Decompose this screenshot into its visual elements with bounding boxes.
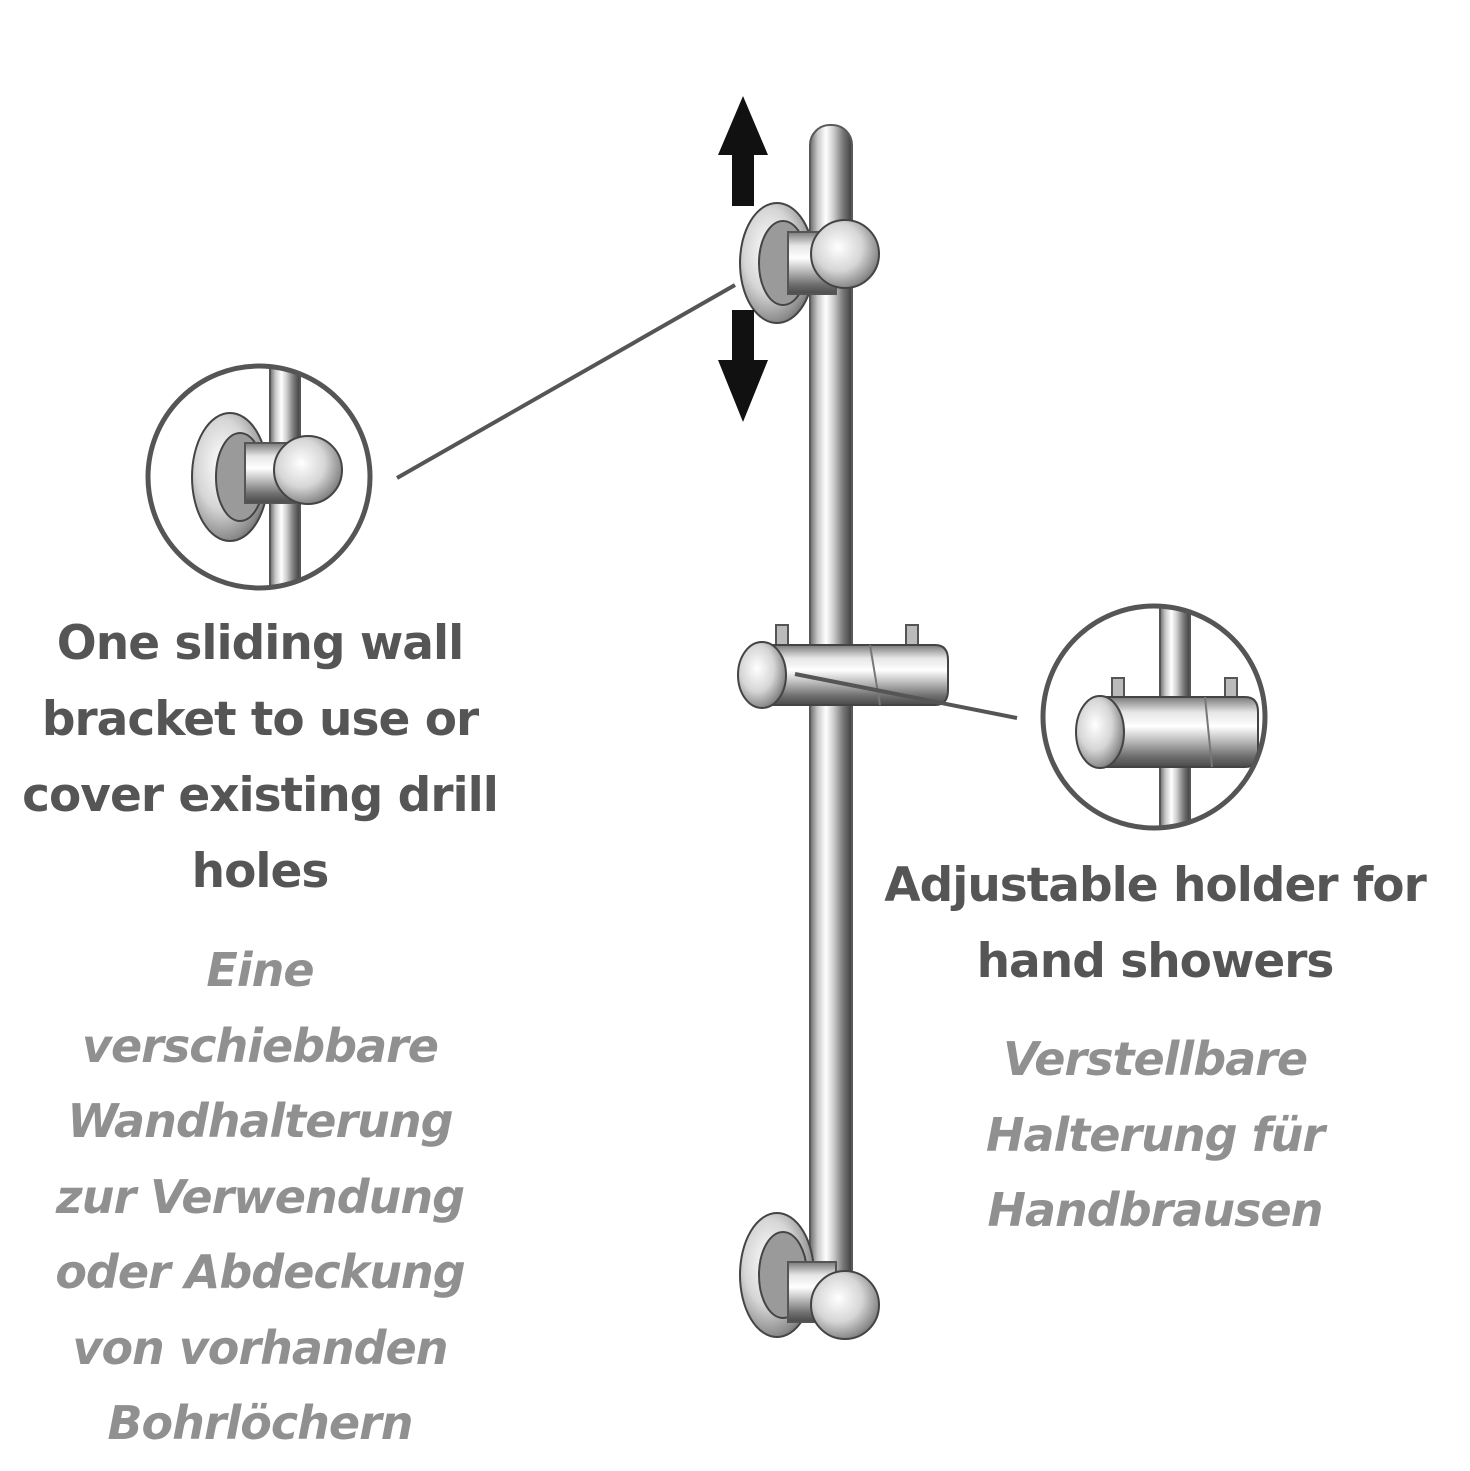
sliding-wall-bracket — [739, 202, 880, 324]
caption-line: Halterung für — [985, 1107, 1325, 1162]
caption-line: One sliding wall — [56, 616, 464, 671]
down-arrow-icon — [718, 310, 768, 422]
caption-line: hand showers — [976, 934, 1335, 989]
caption-line: Adjustable holder for — [884, 858, 1427, 913]
caption-line: Verstellbare — [1002, 1032, 1308, 1086]
bracket-callout-line — [396, 283, 736, 480]
up-arrow-icon — [718, 96, 768, 206]
holder-caption-english: Adjustable holder for hand showers — [860, 848, 1450, 1000]
caption-line: cover existing drill — [22, 768, 499, 823]
caption-line: oder Abdeckung — [55, 1245, 465, 1299]
caption-line: Handbrausen — [987, 1183, 1324, 1237]
holder-caption-german: Verstellbare Halterung für Handbrausen — [860, 1022, 1450, 1249]
bracket-detail-callout — [145, 363, 373, 591]
caption-line: verschiebbare — [81, 1018, 439, 1073]
bracket-caption-german: Eine verschiebbare Wandhalterung zur Ver… — [10, 933, 510, 1462]
holder-callout-line — [794, 672, 1018, 720]
shower-rail — [809, 124, 853, 1326]
holder-detail-callout — [1040, 603, 1268, 831]
caption-line: bracket to use or — [41, 692, 479, 747]
hand-shower-holder — [737, 624, 949, 709]
caption-line: Wandhalterung — [67, 1094, 453, 1148]
bottom-wall-bracket — [739, 1212, 880, 1340]
caption-line: zur Verwendung — [55, 1169, 465, 1224]
bracket-caption-english: One sliding wall bracket to use or cover… — [10, 606, 510, 910]
caption-line: Bohrlöchern — [107, 1396, 413, 1450]
caption-line: holes — [191, 844, 330, 899]
caption-line: von vorhanden — [72, 1320, 448, 1375]
caption-line: Eine — [206, 943, 314, 997]
